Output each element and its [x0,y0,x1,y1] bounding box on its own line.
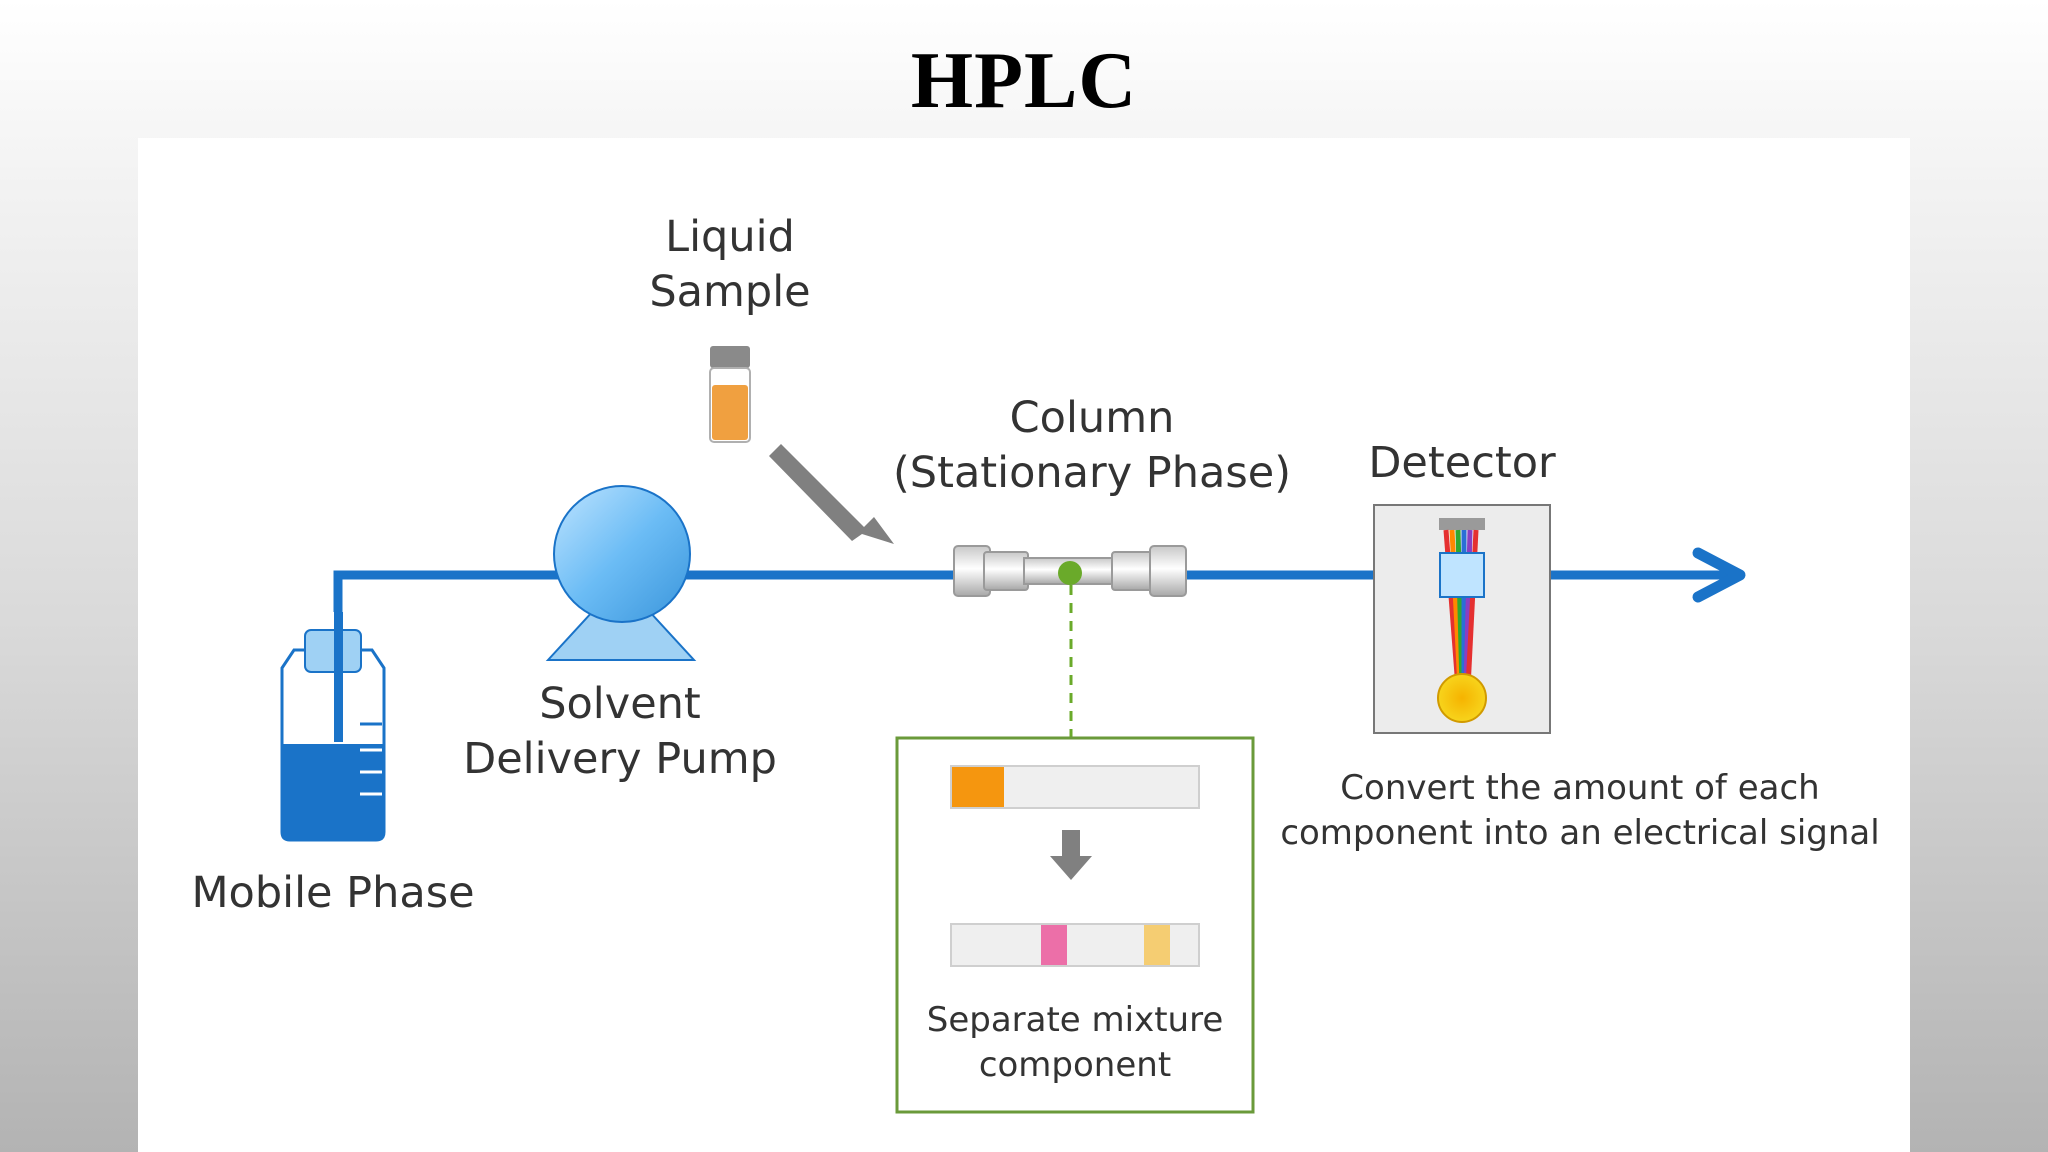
liquid-sample-label: Liquid Sample [649,212,811,317]
injection-point [1058,561,1082,585]
solvent-bottle-icon [280,612,386,842]
mixed-band [952,767,1004,807]
pink-band [1041,925,1067,965]
down-arrow [1050,830,1092,880]
injection-arrow [769,444,894,544]
detector-description: Convert the amount of each component int… [1280,768,1880,853]
detector-icon [1373,504,1551,734]
pump-icon [545,485,697,661]
yellow-band [1144,925,1170,965]
page-title: HPLC [910,37,1138,125]
separation-caption: Separate mixture component [926,1000,1224,1085]
mobile-phase-label: Mobile Phase [191,868,475,918]
sample-vial-icon [709,346,751,443]
flow-arrow-head [1692,547,1746,603]
detector-label: Detector [1368,438,1556,488]
column-label: Column (Stationary Phase) [893,393,1291,498]
flow-line [333,570,1735,612]
pump-label: Solvent Delivery Pump [463,679,777,784]
separation-inset [895,736,1255,1114]
